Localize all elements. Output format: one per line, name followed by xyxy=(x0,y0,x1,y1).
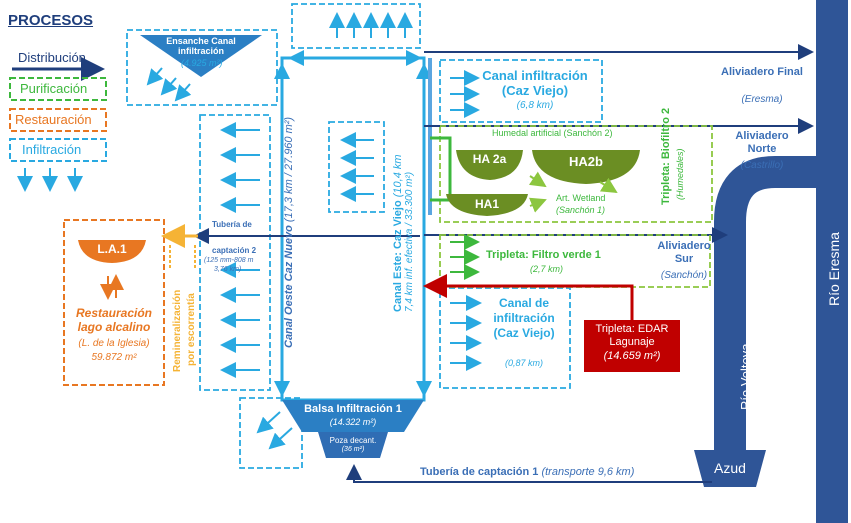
ensanche-title: Ensanche Canal infiltración xyxy=(166,36,236,56)
aliviadero-norte-sub: (Castrillo) xyxy=(740,160,784,171)
legend-graphics xyxy=(9,57,107,192)
remineralizacion-label1: Remineralización xyxy=(172,289,183,372)
art-wetland-sub: (Sanchón 1) xyxy=(556,205,606,215)
la1-sub: (L. de la Iglesia) xyxy=(78,338,150,349)
aliviadero-final-sub: (Eresma) xyxy=(741,94,783,105)
legend-purificacion: Purificación xyxy=(20,81,88,96)
azud-label: Azud xyxy=(714,460,746,476)
tuberia2-detail2: 3,76 km) xyxy=(214,266,242,273)
rio-eresma-label: Río Eresma xyxy=(826,232,842,306)
canal-inf-low-detail: (0,87 km) xyxy=(504,358,543,368)
rio-voltoya-label: Río Voltoya xyxy=(738,343,753,411)
ha2b-label: HA2b xyxy=(569,154,603,169)
canal-este-detail: 7,4 km inf. efectiva / 33.300 m²) xyxy=(404,171,415,312)
filtro-verde-title: Tripleta: Filtro verde 1 xyxy=(486,249,601,261)
tuberia1-label: Tubería de captación 1 (transporte 9,6 k… xyxy=(420,466,635,478)
canal-oeste-label: Canal Oeste Caz Nuevo (17,3 km / 27.960 … xyxy=(283,116,295,348)
aliviadero-sur-sub: (Sanchón) xyxy=(660,270,708,281)
biofiltro-title: Tripleta: Biofiltro 2 xyxy=(660,107,672,205)
remineralizacion-label2: por escorrentía xyxy=(186,293,197,366)
canal-inf-low-arrows xyxy=(450,295,482,371)
edar-arrow xyxy=(423,274,680,372)
aliviadero-sur-title: Aliviadero Sur xyxy=(657,240,711,265)
remineralizacion-graphics xyxy=(161,224,198,270)
filtro-verde-arrows xyxy=(450,234,480,280)
canal-inf-top-title: Canal infiltración(Caz Viejo) xyxy=(482,68,588,98)
tuberia2-title2: captación 2 xyxy=(212,246,257,255)
ha2a-label: HA 2a xyxy=(472,152,507,166)
biofiltro-sub: (Humedales) xyxy=(675,148,685,200)
legend-restauracion: Restauración xyxy=(15,112,92,127)
tuberia2-arrows xyxy=(220,122,260,378)
rio-eresma-shape xyxy=(816,0,848,523)
humedal-box xyxy=(430,125,713,288)
infiltration-boxes xyxy=(126,3,603,469)
balsa-shape xyxy=(282,400,424,458)
legend-title: PROCESOS xyxy=(8,12,94,29)
rio-voltoya-shape xyxy=(694,156,816,487)
la1-label: L.A.1 xyxy=(97,242,127,256)
legend-infiltracion: Infiltración xyxy=(22,142,82,157)
edar-title: Tripleta: EDAR xyxy=(595,323,669,335)
art-wetland-label: Art. Wetland xyxy=(556,193,606,203)
aliviadero-norte-title: Aliviadero Norte xyxy=(735,130,789,155)
aliviadero-final-title: Aliviadero Final xyxy=(721,66,803,78)
ha1-label: HA1 xyxy=(474,197,499,211)
tuberia2-detail1: (125 mm-808 m xyxy=(204,257,254,264)
ensanche-graphics xyxy=(140,35,262,102)
canal-inf-top-arrows xyxy=(450,70,480,118)
poza-area: (36 m²) xyxy=(341,446,365,453)
canal-este-label: Canal Este: Caz Viejo (10,4 km xyxy=(392,154,404,312)
balsa-area: (14.322 m²) xyxy=(329,417,377,427)
balsa-title: Balsa Infiltración 1 xyxy=(304,403,402,415)
tuberia2-title1: Tubería de xyxy=(212,220,252,229)
balsa-arrows xyxy=(256,411,293,450)
la1-graphics xyxy=(63,219,165,386)
la1-area: 59.872 m² xyxy=(91,352,137,363)
filtro-verde-detail: (2,7 km) xyxy=(530,264,564,274)
humedal-title: Humedal artificial (Sanchón 2) xyxy=(492,128,613,138)
edar-sub: Lagunaje xyxy=(609,336,655,348)
edar-area: (14.659 m²) xyxy=(603,350,661,362)
canal-este-inner-arrows xyxy=(340,132,374,202)
top-infiltration-arrows xyxy=(329,12,413,38)
legend-distribucion: Distribución xyxy=(18,50,86,65)
poza-label: Poza decant. xyxy=(329,436,377,445)
ensanche-area: (4.925 m²) xyxy=(181,58,223,68)
canal-inf-top-detail: (6,8 km) xyxy=(516,100,554,111)
